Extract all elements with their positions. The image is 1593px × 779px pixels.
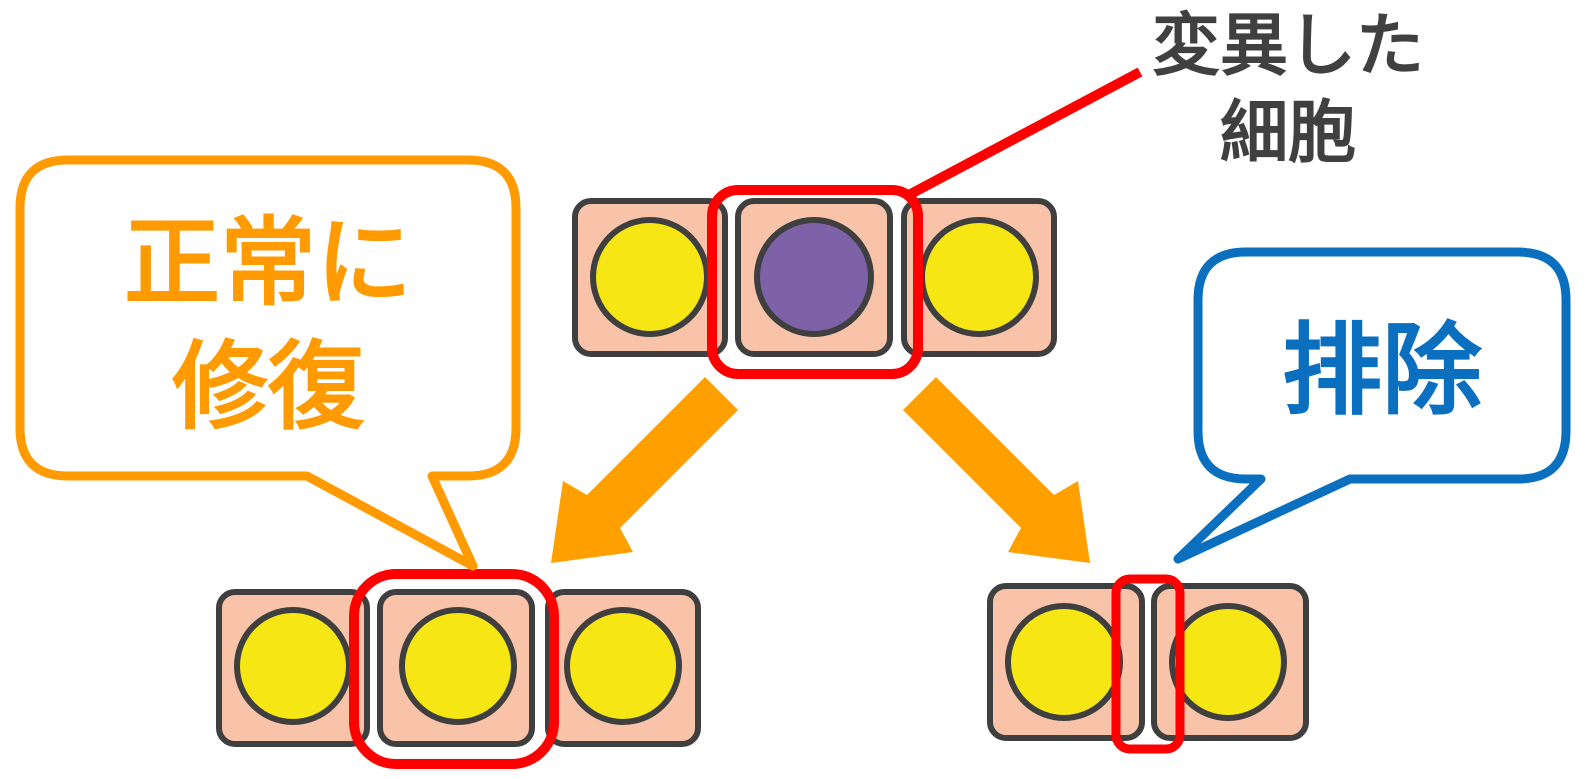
mutated-cell-highlight xyxy=(707,185,923,379)
excluded-cell-row xyxy=(987,583,1309,741)
exclude-label: 排除 xyxy=(1282,312,1483,429)
nucleus-mutated xyxy=(754,217,874,337)
repair-label-line2: 修復 xyxy=(172,331,365,443)
repair-callout-bubble xyxy=(15,155,521,571)
mutated-label-line1: 変異した xyxy=(1152,7,1424,86)
nucleus-normal xyxy=(564,607,682,725)
exclude-callout-bubble xyxy=(1173,247,1571,564)
repaired-cell-row xyxy=(216,589,701,747)
top-cell-row xyxy=(572,198,1057,357)
repair-label-line1: 正常に xyxy=(124,207,412,319)
nucleus-normal xyxy=(1169,603,1287,721)
excluded-gap-highlight xyxy=(1111,574,1185,754)
mutated-label-line2: 細胞 xyxy=(1220,94,1356,173)
nucleus-normal xyxy=(399,607,517,725)
nucleus-normal xyxy=(919,217,1039,337)
nucleus-normal xyxy=(1005,603,1123,721)
nucleus-normal xyxy=(234,607,352,725)
arrow-left xyxy=(551,377,738,563)
pointer-line xyxy=(902,67,1143,202)
nucleus-normal xyxy=(590,217,710,337)
repaired-cell-highlight xyxy=(349,569,559,769)
arrow-right xyxy=(903,377,1090,563)
